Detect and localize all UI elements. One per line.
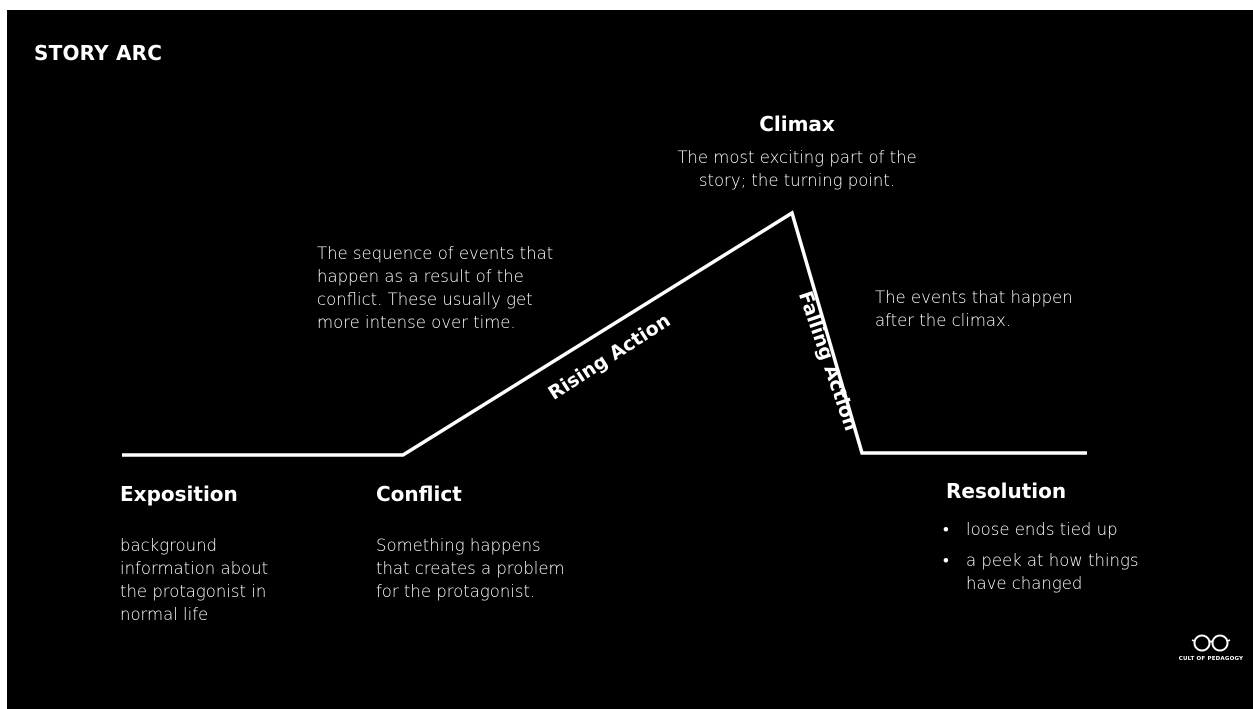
falling-action-description-line: The events that happen bbox=[875, 288, 1073, 307]
climax-description-line: story; the turning point. bbox=[698, 171, 896, 190]
resolution-item-line: loose ends tied up bbox=[966, 520, 1118, 539]
cult-of-pedagogy-logo: CULT OF PEDAGOGY bbox=[1175, 632, 1247, 663]
story-arc-line bbox=[122, 210, 1087, 457]
resolution-item-line: a peek at how things bbox=[966, 551, 1139, 570]
resolution-list-item: • a peek at how things have changed bbox=[941, 549, 1201, 595]
glasses-icon bbox=[1191, 634, 1231, 652]
arc-path bbox=[122, 210, 1087, 457]
climax-description: The most exciting part of the story; the… bbox=[647, 146, 947, 192]
resolution-item-line: have changed bbox=[966, 574, 1083, 593]
bullet-icon: • bbox=[943, 520, 949, 539]
slide-title: STORY ARC bbox=[34, 41, 163, 65]
climax-heading: Climax bbox=[759, 112, 835, 136]
logo-text: CULT OF PEDAGOGY bbox=[1178, 656, 1244, 662]
exposition-description-line: information about bbox=[120, 559, 269, 578]
conflict-description-line: for the protagonist. bbox=[376, 582, 536, 601]
story-arc-slide: STORY ARC Climax The most exciting part … bbox=[7, 10, 1253, 709]
exposition-heading: Exposition bbox=[120, 482, 238, 506]
resolution-heading: Resolution bbox=[946, 479, 1067, 503]
conflict-description: Something happens that creates a problem… bbox=[376, 534, 616, 603]
rising-action-description: The sequence of events that happen as a … bbox=[317, 242, 617, 334]
bullet-icon: • bbox=[943, 551, 949, 570]
rising-action-description-line: more intense over time. bbox=[317, 313, 516, 332]
exposition-description-line: the protagonist in bbox=[120, 582, 267, 601]
rising-action-description-line: happen as a result of the bbox=[317, 267, 524, 286]
exposition-description-line: normal life bbox=[120, 605, 209, 624]
conflict-description-line: Something happens bbox=[376, 536, 541, 555]
rising-action-description-line: conflict. These usually get bbox=[317, 290, 533, 309]
rising-action-description-line: The sequence of events that bbox=[317, 244, 554, 263]
resolution-list: • loose ends tied up • a peek at how thi… bbox=[941, 518, 1201, 603]
climax-description-line: The most exciting part of the bbox=[677, 148, 917, 167]
exposition-description: background information about the protago… bbox=[120, 534, 320, 626]
resolution-list-item: • loose ends tied up bbox=[941, 518, 1201, 541]
conflict-description-line: that creates a problem bbox=[376, 559, 565, 578]
conflict-heading: Conflict bbox=[376, 482, 462, 506]
falling-action-description-line: after the climax. bbox=[875, 311, 1012, 330]
falling-action-description: The events that happen after the climax. bbox=[875, 286, 1135, 332]
exposition-description-line: background bbox=[120, 536, 218, 555]
